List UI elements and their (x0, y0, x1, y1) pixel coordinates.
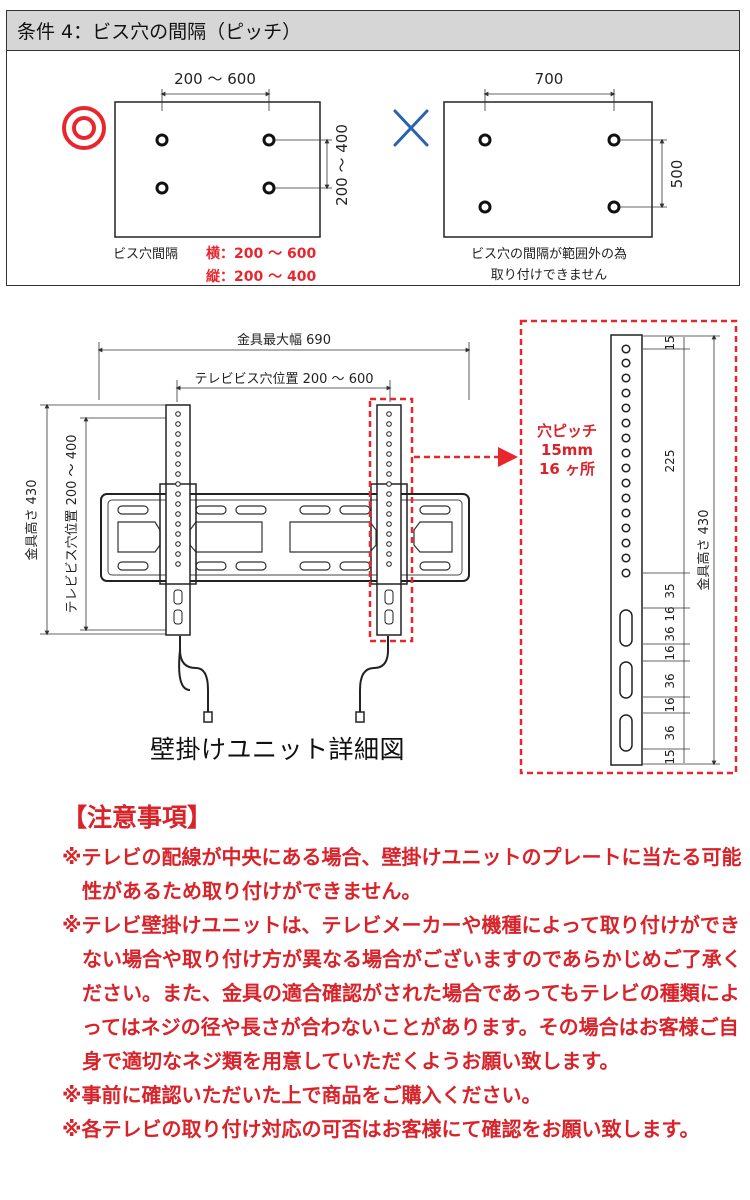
ng-tv-rect (443, 101, 653, 238)
notes-heading: 【注意事項】 (62, 803, 213, 832)
strip-dim-7: 16 (663, 697, 677, 712)
ok-double-circle-icon (62, 106, 106, 150)
ng-cross-icon (393, 109, 429, 147)
strip-dim-8: 36 (663, 725, 677, 740)
ng-caption-line2: 取り付けできません (491, 268, 608, 283)
strip-dim-3: 16 (663, 606, 677, 621)
condition-header: 条件 4：ビス穴の間隔（ピッチ） (7, 11, 739, 51)
bracket-strip (610, 334, 643, 766)
max-width-label: 金具最大幅 690 (237, 332, 331, 348)
left-bracket (159, 404, 213, 723)
strip-dim-9: 15 (663, 749, 677, 764)
right-bracket (355, 397, 414, 723)
pitch-line3: 16 ヶ所 (539, 460, 595, 478)
bracket-highlight (368, 397, 414, 643)
ng-width-label: 700 (535, 70, 564, 88)
height-label-left: 金具高さ 430 (24, 480, 40, 561)
ok-tv-rect (114, 101, 321, 238)
condition-diagram: 200 ～ 600 200 ～ 400 ビス穴間隔 横：200 ～ 600 縦：… (62, 70, 686, 285)
ok-caption-vertical: 縦：200 ～ 400 (206, 268, 316, 285)
ok-caption-horizontal: 横：200 ～ 600 (206, 245, 316, 262)
detail-title: 壁掛けユニット詳細図 (150, 735, 406, 764)
condition-box: 条件 4：ビス穴の間隔（ピッチ） 200 ～ 600 200 ～ 400 (6, 10, 740, 286)
detail-diagram: 金具最大幅 690 テレビビス穴位置 200 ～ 600 金具高さ 430 テレ… (24, 319, 738, 775)
strip-dim-4: 36 (663, 626, 677, 641)
strip-dim-0: 15 (663, 335, 677, 350)
ok-holes (155, 133, 276, 195)
tv-hole-position-label: テレビビス穴位置 200 ～ 600 (194, 372, 373, 387)
strip-dim-lines (643, 334, 720, 766)
strip-dim-6: 36 (663, 673, 677, 688)
notes-list: ※テレビの配線が中央にある場合、壁掛けユニットのプレートに当たる可能性があるため… (62, 840, 742, 1146)
strip-dim-5: 16 (663, 645, 677, 660)
strip-dim-1: 225 (663, 450, 677, 473)
ng-height-label: 500 (668, 160, 686, 189)
strip-dim-2: 35 (663, 583, 677, 598)
wall-plate (100, 493, 470, 582)
note-item-1: ※テレビの配線が中央にある場合、壁掛けユニットのプレートに当たる可能性があるため… (62, 845, 742, 903)
note-item-3: ※事前に確認いただいた上で商品をご購入ください。 (62, 1083, 542, 1107)
note-item-2: ※テレビ壁掛けユニットは、テレビメーカーや機種によって取り付けができない場合や取… (62, 913, 742, 1073)
ng-holes (478, 133, 621, 214)
strip-detail-box (519, 319, 738, 775)
note-item-4: ※各テレビの取り付け対応の可否はお客様にて確認をお願い致します。 (62, 1117, 700, 1141)
ok-height-label: 200 ～ 400 (333, 124, 351, 206)
tv-hole-vertical-label: テレビビス穴位置 200 ～ 400 (65, 434, 80, 613)
pitch-line1: 穴ピッチ (537, 422, 597, 440)
ng-caption-line1: ビス穴の間隔が範囲外の為 (471, 246, 627, 262)
strip-height-label: 金具高さ 430 (696, 510, 712, 591)
notes-section: 【注意事項】 ※テレビの配線が中央にある場合、壁掛けユニットのプレートに当たる可… (62, 798, 742, 1146)
ok-caption-prefix: ビス穴間隔 (113, 247, 178, 262)
pitch-line2: 15mm (541, 441, 593, 459)
ok-width-label: 200 ～ 600 (174, 70, 256, 88)
